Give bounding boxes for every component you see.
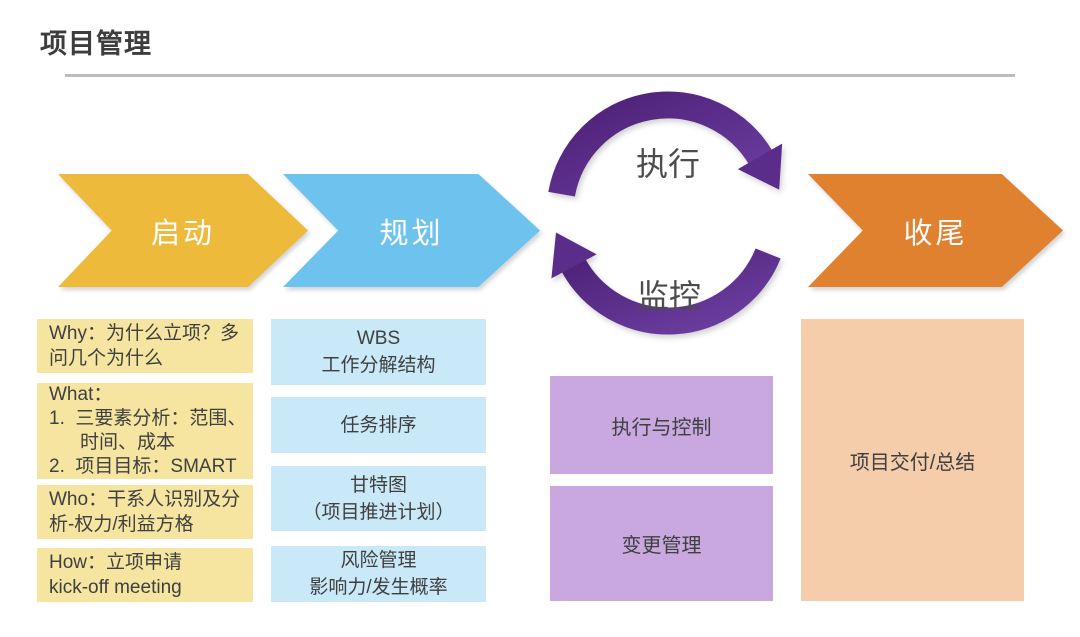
box-line: 工作分解结构: [321, 355, 436, 376]
box-line: Why：为什么立项？多: [49, 323, 240, 344]
planning-risk-box: 风险管理 影响力/发生概率: [271, 546, 486, 602]
box-line: 风险管理: [340, 550, 417, 571]
box-line: 项目交付/总结: [849, 451, 976, 474]
stage-arrow-closing: 收尾: [808, 174, 1063, 287]
planning-task-order-box: 任务排序: [271, 397, 486, 453]
box-line: kick-off meeting: [49, 577, 182, 598]
box-line: （项目推进计划）: [302, 501, 455, 523]
box-line: 时间、成本: [80, 432, 176, 453]
change-management-box: 变更管理: [550, 486, 773, 601]
box-line: What：: [49, 384, 113, 405]
stage-label-closing: 收尾: [903, 217, 968, 250]
cycle-arrows-icon: [548, 91, 783, 335]
box-line: 析-权力/利益方格: [49, 514, 194, 535]
box-line: 问几个为什么: [49, 348, 164, 369]
cycle-top-arc: [548, 91, 783, 197]
box-line: 变更管理: [621, 535, 702, 557]
initiation-who-box: Who：干系人识别及分 析-权力/利益方格: [37, 485, 253, 539]
box-line: 1. 三要素分析：范围、: [49, 408, 247, 429]
initiation-why-box: Why：为什么立项？多 问几个为什么: [37, 319, 253, 373]
stage-label-initiation: 启动: [150, 217, 215, 250]
stage-arrow-initiation: 启动: [58, 174, 308, 287]
initiation-how-box: How：立项申请 kick-off meeting: [37, 548, 253, 602]
box-line: WBS: [356, 328, 401, 349]
cycle-label-execute: 执行: [635, 146, 700, 182]
title-divider: [65, 74, 1015, 77]
chevron-shape: 收尾: [808, 174, 1063, 287]
box-line: 任务排序: [340, 414, 417, 436]
stage-label-planning: 规划: [379, 217, 444, 250]
box-line: 甘特图: [349, 474, 407, 496]
execution-control-box: 执行与控制: [550, 376, 773, 474]
planning-gantt-box: 甘特图 （项目推进计划）: [271, 466, 486, 531]
box-line: How：立项申请: [49, 552, 183, 573]
chevron-shape: 启动: [58, 174, 308, 287]
stage-arrow-planning: 规划: [283, 174, 540, 287]
box-line: 执行与控制: [611, 416, 712, 439]
closing-delivery-box: 项目交付/总结: [801, 319, 1024, 601]
cycle-bottom-arc: [551, 232, 781, 335]
planning-wbs-box: WBS 工作分解结构: [271, 319, 486, 385]
initiation-what-box: What： 1. 三要素分析：范围、 时间、成本 2. 项目目标：SMART: [37, 383, 253, 479]
box-line: 2. 项目目标：SMART: [49, 456, 237, 477]
page-title: 项目管理: [40, 29, 152, 59]
cycle-label-monitor: 监控: [636, 278, 701, 314]
box-line: Who：干系人识别及分: [49, 489, 241, 510]
box-line: 影响力/发生概率: [309, 577, 448, 598]
chevron-shape: 规划: [283, 174, 540, 287]
